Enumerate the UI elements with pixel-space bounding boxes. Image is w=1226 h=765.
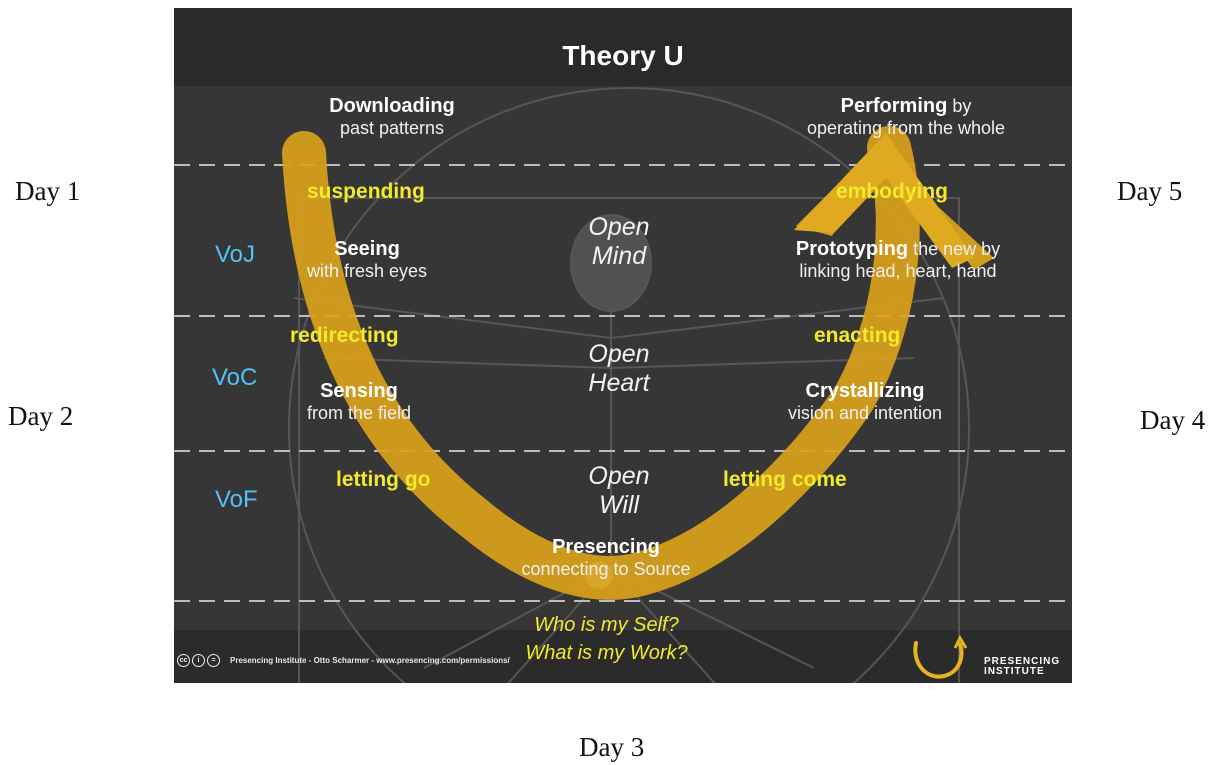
presencing-sub: connecting to Source [521,559,691,579]
open-heart-heart: Heart [588,369,650,397]
day-4-label: Day 4 [1140,405,1206,435]
presencing-institute-logo-text: PRESENCING INSTITUTE [984,657,1060,677]
prototyping-sub: linking head, heart, hand [799,261,997,281]
sensing-label: Sensing [320,380,398,402]
open-heart-open: Open [588,340,650,368]
logo-line-1: PRESENCING [984,656,1061,667]
presencing-label: Presencing [552,536,660,558]
theory-u-diagram [174,87,1072,683]
embodying-label: embodying [836,180,949,203]
open-will-will: Will [598,491,640,519]
footer-credit: Presencing Institute - Otto Scharmer - w… [230,656,510,665]
day-3-label: Day 3 [579,732,645,762]
crystallizing-block: Crystallizing vision and intention [740,380,990,424]
share-alike-icon: = [207,654,220,667]
open-heart-block: Open Heart [554,340,684,398]
creative-commons-icon: cc [177,654,190,667]
downloading-sub: past patterns [339,118,445,138]
performing-suffix: by [947,96,972,116]
voice-of-cynicism-label: VoC [212,364,258,391]
prototyping-block: Prototyping the new by linking head, hea… [748,238,1048,282]
title-bar [174,8,1072,86]
day-5-label: Day 5 [1117,176,1183,206]
downloading-label: Downloading [329,95,455,117]
letting-come-label: letting come [723,468,847,491]
question-work: What is my Work? [525,642,688,664]
seeing-sub: with fresh eyes [306,261,428,281]
logo-line-2: INSTITUTE [984,666,1045,677]
theory-u-slide: Theory U Downloading past patterns suspe… [174,8,1072,683]
footer-bar [174,630,1072,683]
open-mind-block: Open Mind [554,213,684,271]
presencing-block: Presencing connecting to Source [486,536,726,580]
performing-block: Performing by operating from the whole [756,95,1056,139]
prototyping-label: Prototyping [795,238,909,260]
sensing-block: Sensing from the field [259,380,459,424]
redirecting-label: redirecting [290,324,399,347]
crystallizing-label: Crystallizing [805,380,925,402]
open-will-block: Open Will [554,462,684,520]
voice-of-fear-label: VoF [215,486,258,513]
suspending-label: suspending [307,180,425,203]
question-self: Who is my Self? [534,614,679,636]
day-2-label: Day 2 [8,401,74,431]
u-arrow-head-tip [794,133,974,268]
open-mind-mind: Mind [591,242,647,270]
downloading-block: Downloading past patterns [292,95,492,139]
presencing-logo-icon [913,641,964,679]
day-1-label: Day 1 [15,176,81,206]
performing-sub: operating from the whole [806,118,1006,138]
seeing-block: Seeing with fresh eyes [267,238,467,282]
seeing-label: Seeing [334,238,400,260]
sensing-sub: from the field [306,403,412,423]
enacting-label: enacting [814,324,901,347]
slide-title: Theory U [562,40,684,71]
crystallizing-sub: vision and intention [787,403,943,423]
question-block: Who is my Self? What is my Work? [489,611,724,667]
open-will-open: Open [588,462,650,490]
u-arrow [282,126,920,600]
vitruvian-figure-background [288,87,970,683]
prototyping-suffix: the new by [908,239,1001,259]
voice-of-judgment-label: VoJ [215,241,256,268]
performing-label: Performing [840,95,948,117]
letting-go-label: letting go [336,468,431,491]
attribution-icon: i [192,654,205,667]
open-mind-open: Open [588,213,650,241]
